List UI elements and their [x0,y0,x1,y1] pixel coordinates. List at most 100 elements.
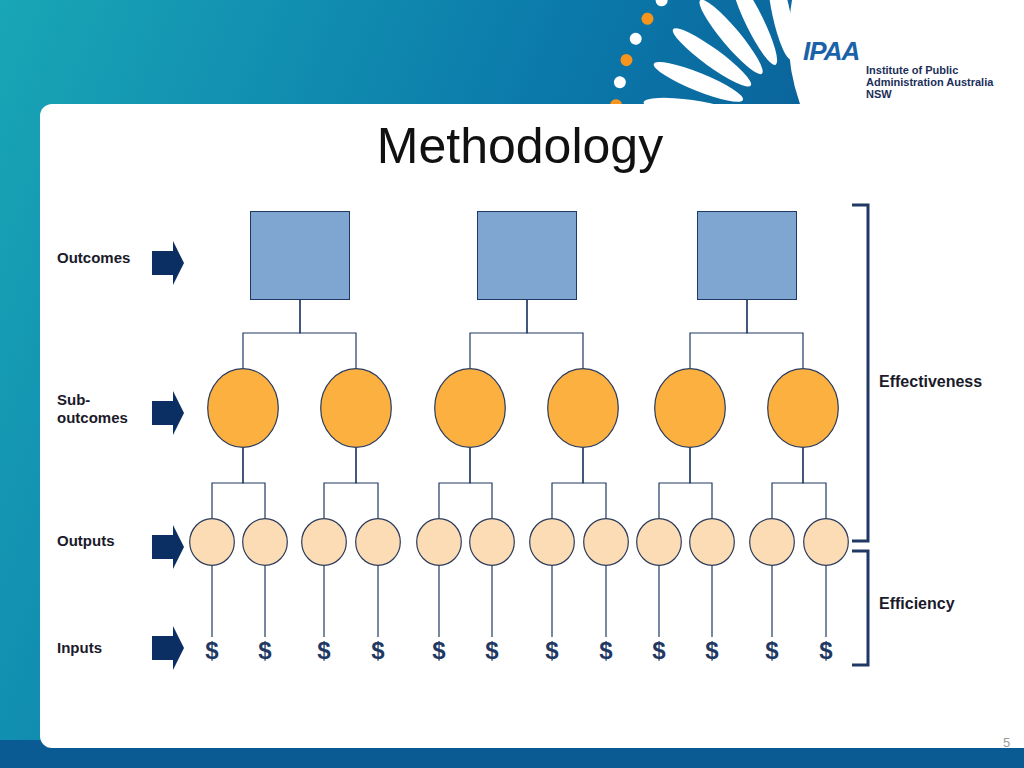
input-cost: $ [194,637,230,665]
connector-line [439,448,470,518]
cost-symbol: $ [432,637,445,665]
circle-outline [434,368,506,448]
input-cost: $ [754,637,790,665]
sub-outcome-circle [547,368,619,448]
connector-line [324,448,356,518]
outcome-box [250,211,350,300]
connector-line [323,566,324,637]
circle-outline [189,518,235,566]
input-cost: $ [694,637,730,665]
circle-outline [767,368,839,448]
input-cost: $ [247,637,283,665]
bracket-label: Efficiency [879,594,955,613]
row-label: Sub- outcomes [57,391,142,427]
cost-symbol: $ [317,637,330,665]
circle-shape [321,369,392,448]
output-circle [689,518,735,566]
connector-line [438,566,439,637]
input-cost: $ [360,637,396,665]
logo-area [788,0,1024,104]
sub-outcome-circle [320,368,392,448]
connector-line [211,566,212,637]
input-cost: $ [421,637,457,665]
connector-line [772,448,803,518]
circle-shape [417,519,462,566]
input-cost: $ [534,637,570,665]
circle-outline [636,518,682,566]
cost-symbol: $ [599,637,612,665]
input-cost: $ [808,637,844,665]
circle-shape [750,519,795,566]
row-arrow [152,525,184,569]
page-number: 5 [1003,735,1010,751]
circle-outline [529,518,575,566]
circle-outline [355,518,401,566]
connector-line [527,300,583,368]
circle-shape [302,519,347,566]
circle-outline [689,518,735,566]
cost-symbol: $ [765,637,778,665]
output-circle [301,518,347,566]
bracket [852,551,868,665]
connector-line [825,566,826,637]
connector-line [243,448,265,518]
connector-line [803,448,826,518]
circle-shape [655,369,726,448]
connector-line [470,448,492,518]
connector-line [300,300,356,368]
output-circle [469,518,515,566]
sub-outcome-circle [654,368,726,448]
output-circle [749,518,795,566]
circle-outline [749,518,795,566]
output-circle [416,518,462,566]
connector-line [491,566,492,637]
circle-shape [804,519,849,566]
connector-line [243,300,300,368]
circle-shape [530,519,575,566]
connector-line [470,300,527,368]
output-circle [355,518,401,566]
connector-line [690,300,747,368]
circle-shape [435,369,506,448]
circle-outline [416,518,462,566]
row-label: Outcomes [57,249,130,267]
output-circle [583,518,629,566]
output-circle [189,518,235,566]
circle-shape [190,519,235,566]
circle-outline [320,368,392,448]
connector-line [747,300,803,368]
cost-symbol: $ [205,637,218,665]
cost-symbol: $ [545,637,558,665]
input-cost: $ [306,637,342,665]
circle-outline [301,518,347,566]
circle-outline [469,518,515,566]
logo-mark: IPAA [803,36,859,67]
content-panel [40,104,1024,748]
circle-outline [583,518,629,566]
circle-shape [690,519,735,566]
connector-line [771,566,772,637]
connector-line [583,448,606,518]
cost-symbol: $ [371,637,384,665]
row-arrows [152,241,184,670]
row-arrow [152,626,184,670]
row-arrow [152,241,184,285]
input-cost: $ [641,637,677,665]
connector-line [711,566,712,637]
output-circle [242,518,288,566]
sub-outcome-circle [767,368,839,448]
bracket-label: Effectiveness [879,372,982,391]
sub-outcome-circle [207,368,279,448]
connector-line [658,566,659,637]
connector-line [552,448,583,518]
connector-line [377,566,378,637]
connector-line [264,566,265,637]
circle-shape [584,519,629,566]
logo-text: Institute of Public Administration Austr… [866,64,996,100]
output-circle [803,518,849,566]
sub-outcome-circle [434,368,506,448]
row-label: Outputs [57,532,115,550]
circle-outline [547,368,619,448]
